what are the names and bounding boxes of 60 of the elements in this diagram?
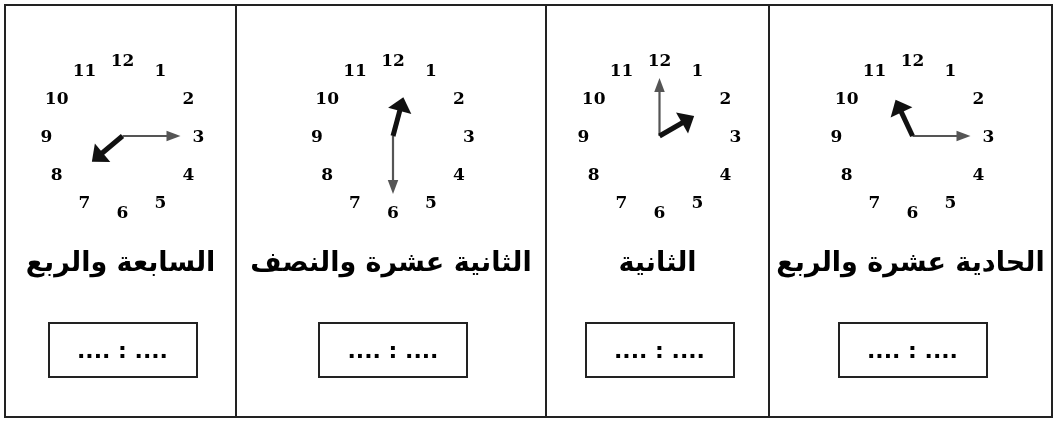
answer-box: .... : .... xyxy=(584,322,735,378)
clock-number: 6 xyxy=(906,203,919,221)
clock-number: 3 xyxy=(192,127,205,145)
clock-number: 4 xyxy=(182,165,195,183)
clock-number: 1 xyxy=(154,61,167,79)
clock-number: 7 xyxy=(615,193,628,211)
worksheet-panel xyxy=(4,4,237,418)
clock-number: 9 xyxy=(311,127,323,145)
clock-number: 11 xyxy=(343,61,367,79)
time-caption: الثانية عشرة والنصف xyxy=(249,246,533,277)
clock-number: 2 xyxy=(182,89,195,107)
clock-number: 3 xyxy=(729,127,742,145)
clock-number: 11 xyxy=(862,61,887,79)
time-caption: السابعة والربع xyxy=(24,246,217,277)
clock-number: 5 xyxy=(425,193,437,211)
clock-number: 3 xyxy=(982,127,995,145)
worksheet-panel xyxy=(545,4,770,418)
clock-number: 8 xyxy=(321,165,334,183)
clock-number: 2 xyxy=(452,89,465,107)
clock-number: 4 xyxy=(972,165,985,183)
clock-number: 1 xyxy=(691,61,704,79)
clock-number: 6 xyxy=(387,203,399,221)
clock-number: 2 xyxy=(719,89,732,107)
time-caption: الثانية xyxy=(617,246,698,277)
clock-number: 12 xyxy=(381,51,405,69)
clock-number: 5 xyxy=(944,193,957,211)
clock-number: 11 xyxy=(72,61,97,79)
clock-number: 11 xyxy=(609,61,634,79)
answer-box: .... : .... xyxy=(837,322,988,378)
clock-number: 7 xyxy=(349,193,361,211)
answer-box: .... : .... xyxy=(318,322,468,378)
clock-number: 9 xyxy=(40,127,53,145)
clock-number: 10 xyxy=(44,89,69,107)
clock-number: 9 xyxy=(830,127,843,145)
clock-number: 8 xyxy=(587,165,600,183)
clock-number: 5 xyxy=(154,193,167,211)
clock-number: 12 xyxy=(110,51,135,69)
clock-number: 6 xyxy=(653,203,666,221)
worksheet-panel xyxy=(235,4,547,418)
clock-number: 10 xyxy=(315,89,339,107)
clock-number: 12 xyxy=(900,51,925,69)
clock-number: 6 xyxy=(116,203,129,221)
clock-number: 4 xyxy=(452,165,465,183)
clock-number: 9 xyxy=(577,127,590,145)
clock-number: 10 xyxy=(834,89,859,107)
answer-box: .... : .... xyxy=(47,322,198,378)
clock-number: 7 xyxy=(868,193,881,211)
clock-number: 2 xyxy=(972,89,985,107)
clock-number: 1 xyxy=(425,61,437,79)
clock-number: 3 xyxy=(463,127,475,145)
clock-number: 10 xyxy=(581,89,606,107)
time-caption: الحادية عشرة والربع xyxy=(775,246,1046,277)
clock-number: 12 xyxy=(647,51,672,69)
clock-number: 1 xyxy=(944,61,957,79)
clock-number: 5 xyxy=(691,193,704,211)
clock-number: 4 xyxy=(719,165,732,183)
clock-number: 8 xyxy=(840,165,853,183)
clock-number: 8 xyxy=(50,165,63,183)
worksheet-panel xyxy=(768,4,1053,418)
clock-number: 7 xyxy=(78,193,91,211)
